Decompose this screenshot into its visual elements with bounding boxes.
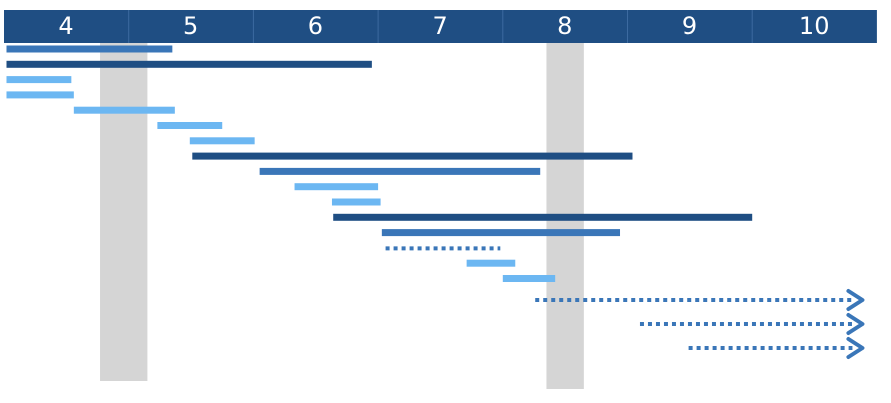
month-label: 7: [432, 12, 447, 40]
task-bar: [502, 275, 556, 282]
task-bar: [294, 183, 379, 191]
task-bar: [192, 152, 633, 160]
task-bar: [381, 229, 621, 237]
month-label: 6: [308, 12, 323, 40]
task-bar: [466, 259, 516, 267]
task-bar: [333, 213, 753, 221]
task-bar: [73, 106, 175, 114]
arrow-head-icon: [846, 337, 865, 359]
month-label: 8: [557, 12, 572, 40]
arrow-head-icon: [846, 313, 865, 335]
month-label: 4: [58, 12, 73, 40]
task-bar: [6, 45, 173, 53]
month-label: 9: [682, 12, 697, 40]
dotted-arrow-task: [688, 337, 865, 359]
task-bar: [6, 91, 74, 99]
task-bar: [189, 137, 255, 145]
task-bar: [157, 122, 223, 129]
timeline-header: 4 5 6 7 8 9 10: [4, 10, 877, 43]
month-label: 10: [799, 12, 830, 40]
band-early: [100, 12, 148, 381]
arrow-head-icon: [846, 289, 865, 311]
task-bar: [6, 76, 72, 84]
task-bar: [331, 198, 381, 206]
band-late: [546, 12, 584, 389]
task-bar: [6, 60, 372, 68]
dotted-arrow-task: [535, 289, 865, 311]
task-bars: [6, 45, 865, 359]
dotted-arrow-task: [639, 313, 865, 335]
highlight-bands: [100, 12, 584, 389]
month-label: 5: [183, 12, 198, 40]
header-bar: [4, 10, 877, 43]
task-bar: [259, 167, 541, 175]
